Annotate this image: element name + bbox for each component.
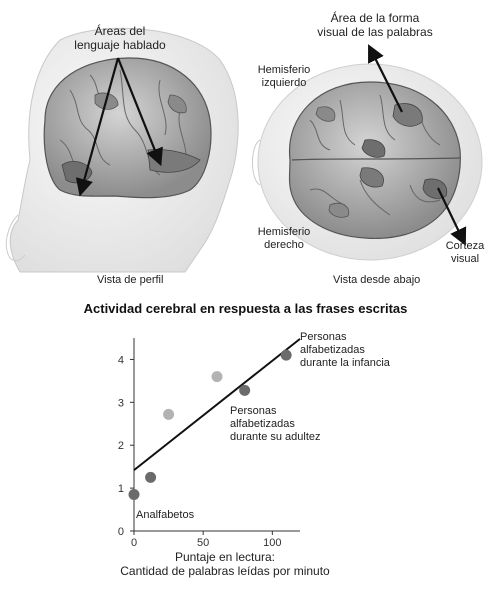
speech-area-arrow-2 <box>116 57 163 167</box>
data-point <box>239 384 251 396</box>
speech-area-arrow-1 <box>75 57 120 197</box>
x-tick-label: 100 <box>263 537 281 549</box>
data-point <box>211 371 223 383</box>
data-point <box>128 489 140 501</box>
scatter-plot: 0 1 2 3 4 0 50 100 <box>118 338 301 549</box>
y-tick-label: 2 <box>118 440 124 452</box>
x-axis-label: Puntaje en lectura: Cantidad de palabras… <box>120 550 330 578</box>
label-bottom-view: Vista desde abajo <box>333 274 421 286</box>
bottom-view-brain <box>288 81 461 239</box>
visual-word-form-arrow <box>368 44 403 113</box>
annotation-childhood-literate: Personas alfabetizadas durante la infanc… <box>300 331 390 369</box>
y-tick-label: 4 <box>118 354 124 366</box>
label-side-view: Vista de perfil <box>97 274 164 286</box>
label-visual-cortex: Corteza visual <box>445 240 485 265</box>
label-right-hemisphere: Hemisferio derecho <box>257 226 311 251</box>
annotation-adult-literate: Personas alfabetizadas durante su adulte… <box>230 405 321 443</box>
label-visual-word-form: Área de la forma visual de las palabras <box>317 11 433 39</box>
trend-line <box>133 338 301 471</box>
figure-title: Actividad cerebral en respuesta a las fr… <box>83 301 408 316</box>
data-point <box>145 471 157 483</box>
annotation-illiterate: Analfabetos <box>136 509 195 521</box>
label-speech-areas: Áreas del lenguaje hablado <box>74 24 166 52</box>
y-tick-label: 1 <box>118 483 124 495</box>
y-tick-label: 3 <box>118 397 124 409</box>
label-left-hemisphere: Hemisferio izquierdo <box>257 64 311 89</box>
data-point <box>163 408 175 420</box>
x-tick-label: 50 <box>197 537 209 549</box>
y-tick-label: 0 <box>118 526 124 538</box>
x-tick-label: 0 <box>131 537 137 549</box>
data-point <box>280 349 292 361</box>
side-view-brain <box>43 57 212 199</box>
visual-cortex-arrow <box>437 187 467 246</box>
